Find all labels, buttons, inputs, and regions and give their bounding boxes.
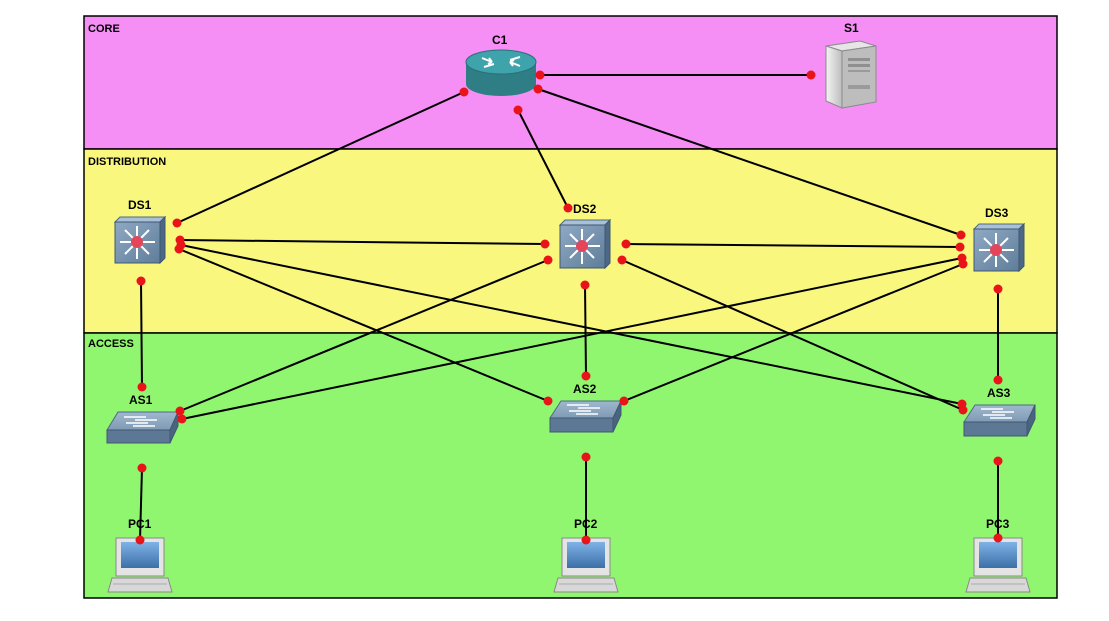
link-c1-ds3[interactable]	[537, 88, 962, 236]
link-c1-ds2[interactable]	[517, 109, 569, 209]
device-c1[interactable]: C1	[465, 33, 537, 96]
pc-icon	[553, 537, 619, 593]
router-icon	[465, 49, 537, 96]
multilayer-switch-icon	[972, 222, 1026, 273]
device-pc2-label: PC2	[574, 517, 598, 531]
port-dot-ds2-as3-b	[958, 405, 968, 415]
device-ds3[interactable]: DS3	[972, 206, 1026, 273]
device-as3[interactable]: AS3	[963, 386, 1036, 437]
port-dot-c1-s1-a	[535, 70, 545, 80]
port-dot-c1-ds3-b	[956, 230, 966, 240]
device-as1-label: AS1	[129, 393, 153, 407]
port-dot-ds2-ds3-a	[621, 239, 631, 249]
port-dot-c1-ds1-a	[459, 87, 469, 97]
device-pc3[interactable]: PC3	[965, 517, 1031, 593]
port-dot-as2-pc2-b	[581, 535, 591, 545]
pc-icon	[965, 537, 1031, 593]
port-dot-ds3-as2-b	[619, 396, 629, 406]
port-dot-as2-pc2-a	[581, 452, 591, 462]
device-ds1-label: DS1	[128, 198, 152, 212]
port-dot-ds3-as3-a	[993, 284, 1003, 294]
device-ds2-label: DS2	[573, 202, 597, 216]
multilayer-switch-icon	[113, 215, 167, 265]
link-c1-ds1[interactable]	[176, 91, 465, 224]
switch-icon	[963, 404, 1036, 437]
device-ds3-label: DS3	[985, 206, 1009, 220]
links-layer	[139, 74, 999, 541]
zone-core-label: CORE	[88, 23, 120, 35]
server-icon	[825, 40, 877, 109]
port-dot-ds2-as2-b	[581, 371, 591, 381]
port-dot-ds2-as3-a	[617, 255, 627, 265]
device-as3-label: AS3	[987, 386, 1011, 400]
pc-icon	[107, 537, 173, 593]
port-dot-ds3-as1-b	[177, 414, 187, 424]
port-dot-ds3-as2-a	[958, 259, 968, 269]
port-dot-as3-pc3-a	[993, 456, 1003, 466]
port-dot-as1-pc1-b	[135, 535, 145, 545]
port-dot-ds3-as3-b	[993, 375, 1003, 385]
port-dot-ds1-ds2-b	[540, 239, 550, 249]
port-dot-ds2-ds3-b	[955, 242, 965, 252]
port-dot-ds1-as2-b	[543, 396, 553, 406]
device-s1-label: S1	[844, 21, 859, 35]
zone-access-label: ACCESS	[88, 338, 134, 350]
multilayer-switch-icon	[558, 218, 612, 270]
device-as2[interactable]: AS2	[549, 382, 622, 433]
port-dot-c1-ds1-b	[172, 218, 182, 228]
device-pc1-label: PC1	[128, 517, 152, 531]
ports-layer	[135, 70, 1003, 545]
port-dot-ds2-as1-b	[175, 406, 185, 416]
device-c1-label: C1	[492, 33, 508, 47]
port-dot-c1-ds2-a	[513, 105, 523, 115]
port-dot-ds2-as1-a	[543, 255, 553, 265]
device-ds1[interactable]: DS1	[113, 198, 167, 265]
switch-icon	[106, 411, 179, 444]
port-dot-ds1-as3-a	[176, 240, 186, 250]
port-dot-c1-ds3-a	[533, 84, 543, 94]
link-ds1-as3[interactable]	[180, 244, 963, 405]
device-as2-label: AS2	[573, 382, 597, 396]
link-ds2-as2[interactable]	[584, 284, 587, 377]
port-dot-as3-pc3-b	[993, 533, 1003, 543]
device-pc3-label: PC3	[986, 517, 1010, 531]
link-as1-pc1[interactable]	[139, 467, 143, 541]
link-ds1-ds2[interactable]	[179, 239, 546, 245]
zone-core: CORE	[83, 15, 1058, 150]
link-ds2-as3[interactable]	[621, 259, 964, 411]
device-as1[interactable]: AS1	[106, 393, 179, 444]
port-dot-ds1-as1-b	[137, 382, 147, 392]
zone-core-area	[83, 15, 1058, 150]
zone-distribution-label: DISTRIBUTION	[88, 156, 166, 168]
link-ds2-ds3[interactable]	[625, 243, 961, 248]
port-dot-c1-s1-b	[806, 70, 816, 80]
port-dot-c1-ds2-b	[563, 203, 573, 213]
link-ds3-as2[interactable]	[623, 263, 964, 402]
link-ds1-as1[interactable]	[140, 280, 143, 388]
link-ds1-as2[interactable]	[178, 248, 549, 402]
switch-icon	[549, 400, 622, 433]
device-s1[interactable]: S1	[825, 21, 877, 109]
device-ds2[interactable]: DS2	[558, 202, 612, 270]
link-ds2-as1[interactable]	[179, 259, 549, 412]
port-dot-as1-pc1-a	[137, 463, 147, 473]
link-ds3-as1[interactable]	[181, 257, 963, 420]
port-dot-ds2-as2-a	[580, 280, 590, 290]
port-dot-ds1-as1-a	[136, 276, 146, 286]
